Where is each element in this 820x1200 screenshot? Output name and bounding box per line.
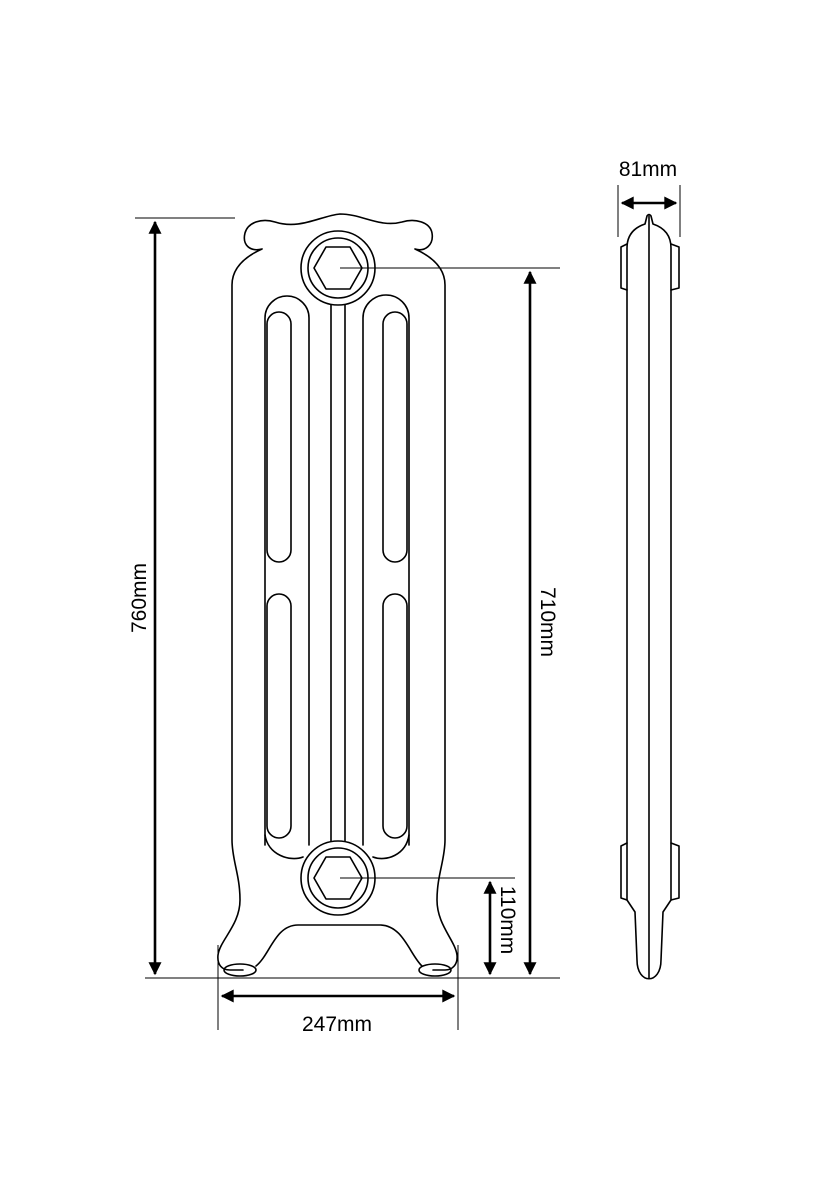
centre-bar: [330, 304, 346, 846]
left-foot: [223, 963, 257, 977]
front-view: [217, 213, 458, 977]
side-lugs-bottom: [620, 842, 680, 901]
dimension-arrows: [148, 196, 678, 1003]
right-slot-lower: [382, 593, 408, 839]
bottom-pipe-boss: [300, 840, 376, 916]
left-column: [264, 295, 310, 846]
side-view: [620, 213, 680, 980]
extension-lines: [135, 185, 681, 1030]
foot-arch: [255, 924, 423, 967]
side-lugs-top: [620, 243, 680, 291]
height-label: 760mm: [128, 563, 151, 633]
right-column: [362, 294, 410, 846]
left-slot-lower: [266, 593, 292, 839]
radiator-outline: [217, 213, 458, 971]
right-slot-upper: [382, 311, 408, 563]
left-slot-upper: [266, 311, 292, 563]
right-foot: [418, 963, 452, 977]
width-label: 247mm: [302, 1013, 372, 1036]
depth-label: 81mm: [619, 158, 677, 181]
column-bottoms: [264, 834, 410, 860]
floor-pipe-label: 110mm: [496, 886, 519, 954]
centres-label: 710mm: [536, 587, 559, 657]
